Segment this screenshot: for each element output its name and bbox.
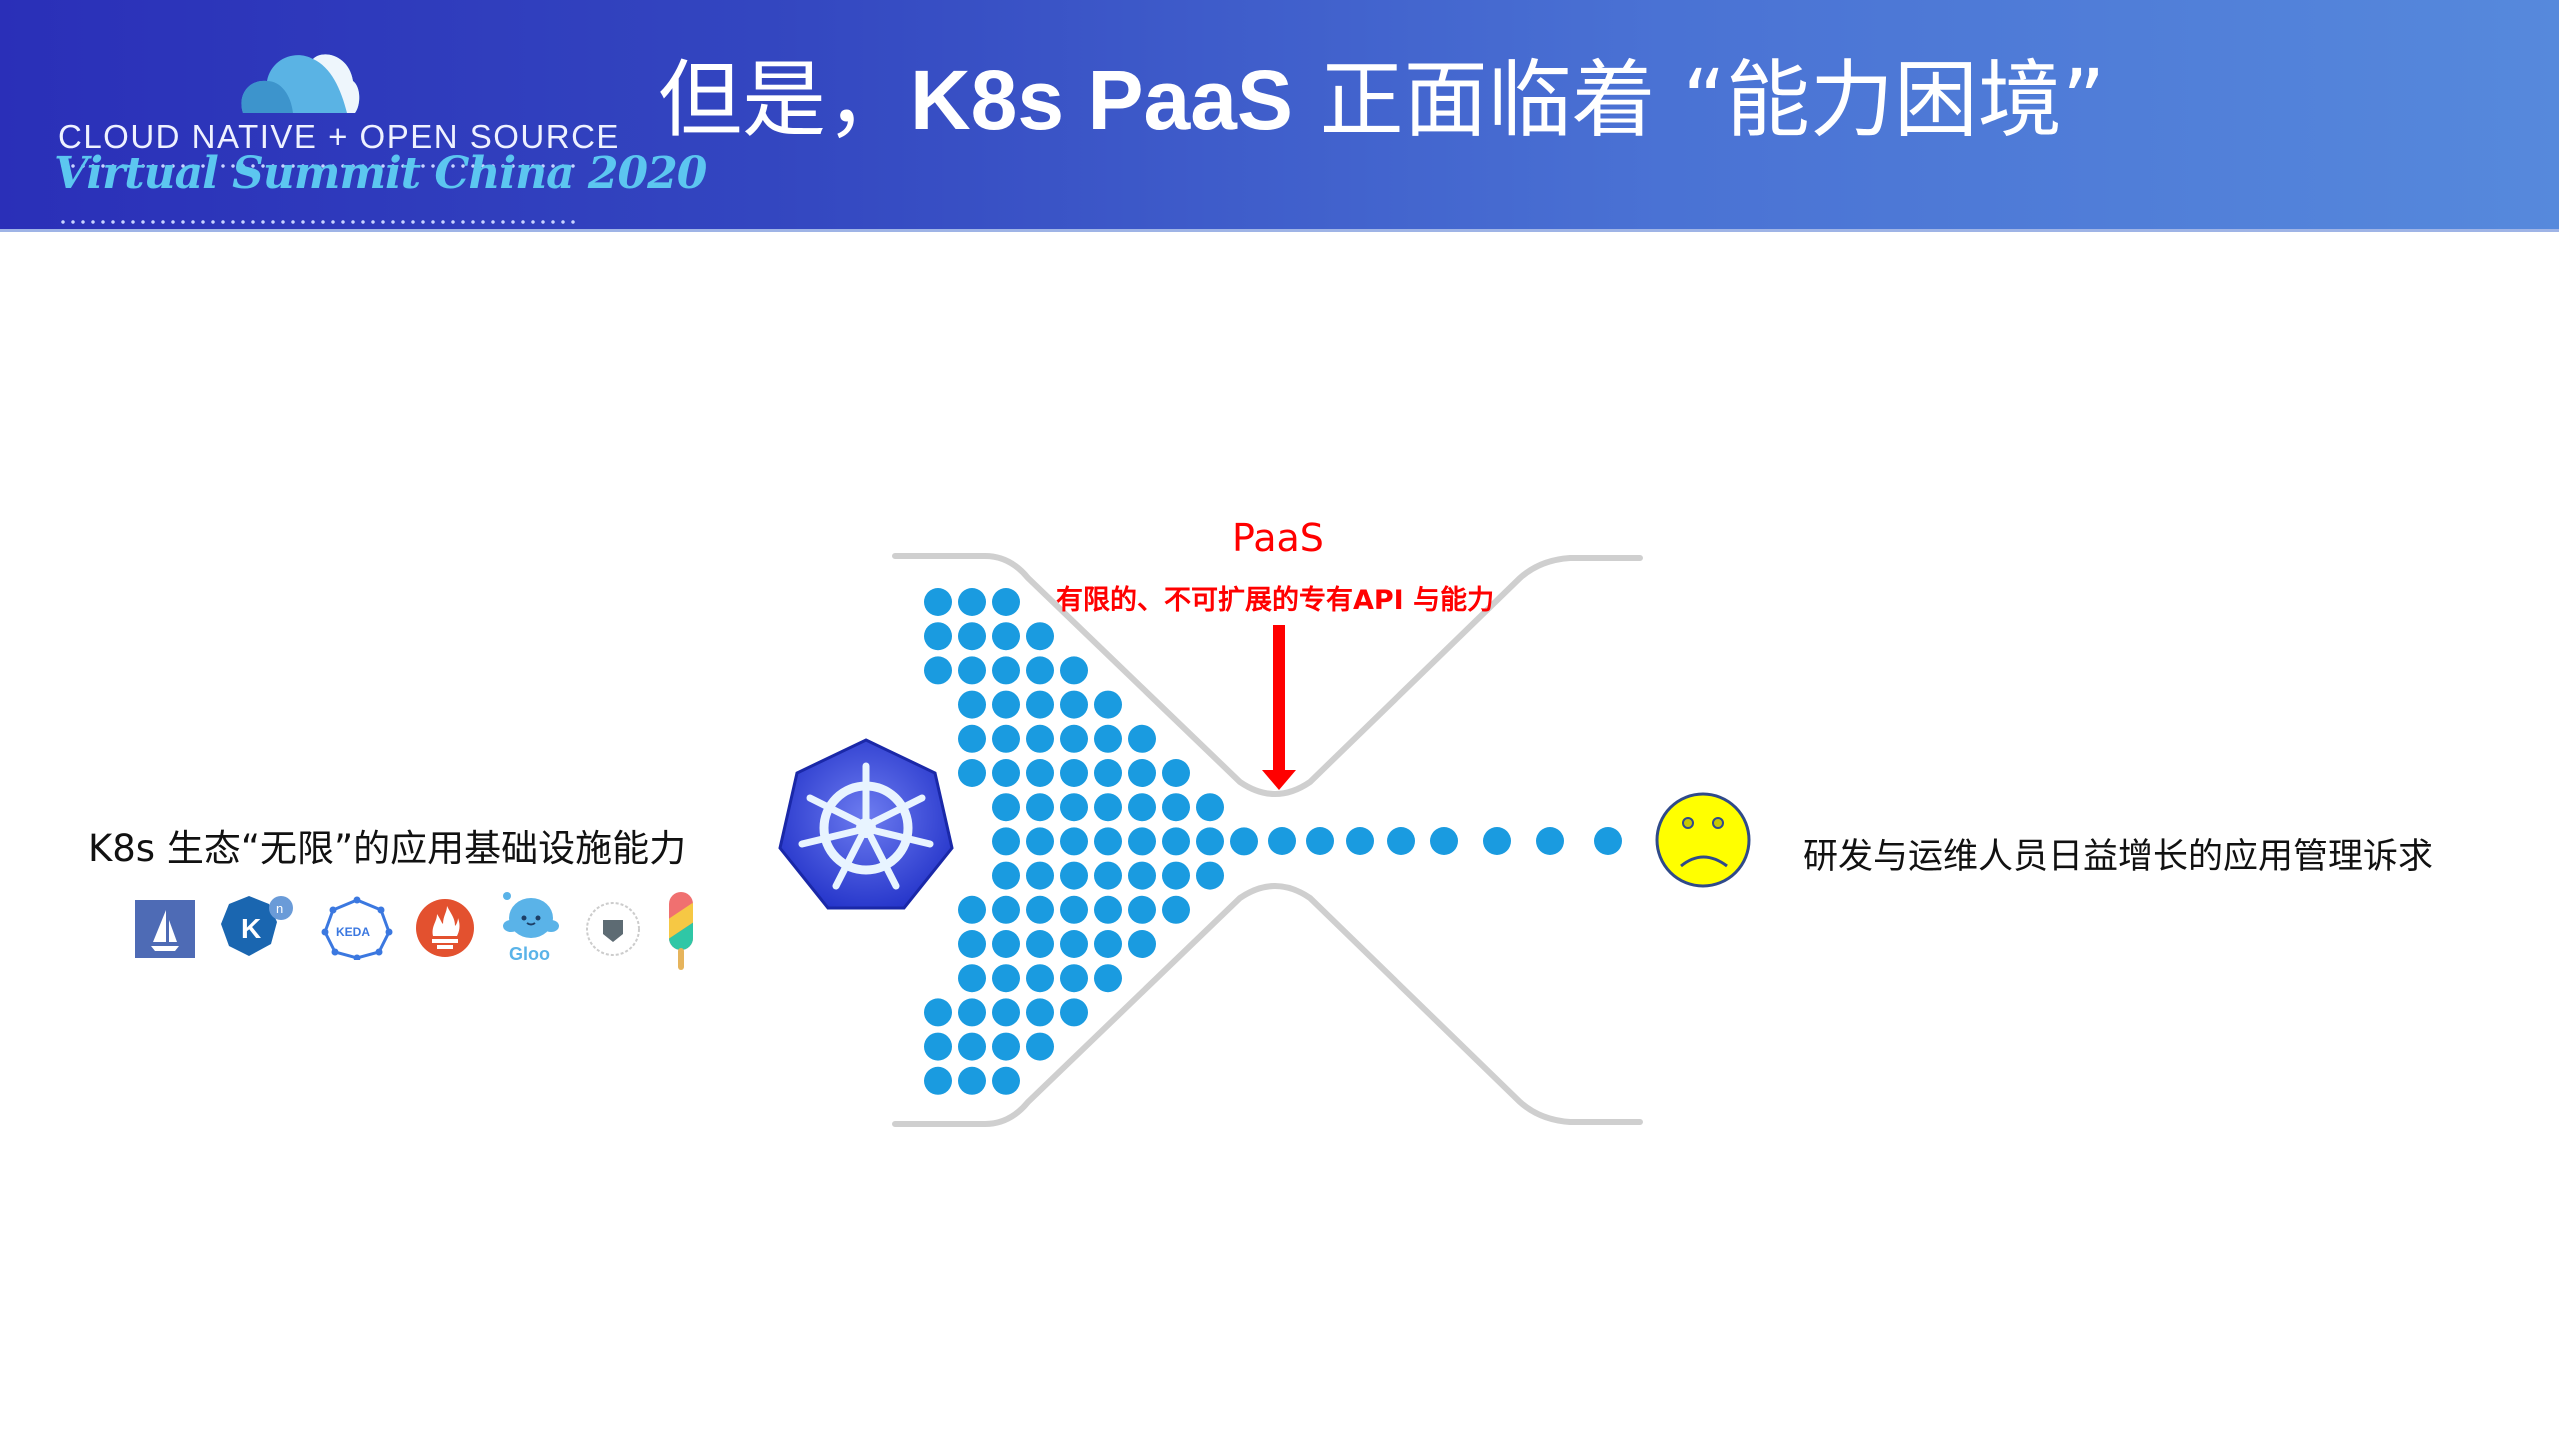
- paas-label: PaaS: [1232, 516, 1324, 560]
- svg-text:KEDA: KEDA: [336, 925, 370, 939]
- title-prefix: 但是，: [658, 51, 911, 149]
- knative-icon: K n: [221, 896, 293, 956]
- paas-subtitle: 有限的、不可扩展的专有API 与能力: [1056, 585, 1495, 616]
- slide-header: CLOUD NATIVE + OPEN SOURCE Virtual Summi…: [0, 0, 2559, 231]
- cloud-icon: [241, 54, 360, 113]
- gloo-icon: Gloo: [503, 892, 559, 964]
- logo-divider: [58, 220, 578, 224]
- ecosystem-icons: K n KEDA Gloo: [135, 890, 715, 970]
- keda-icon: KEDA: [321, 896, 393, 960]
- sad-face-icon: [1655, 792, 1751, 888]
- svg-text:Gloo: Gloo: [509, 944, 550, 964]
- dot-grid: [924, 588, 1622, 1095]
- page-title: 但是，K8s PaaS 正面临着 “能力困境”: [658, 58, 2105, 142]
- svg-text:K: K: [241, 913, 261, 944]
- ecosystem-label: K8s 生态“无限”的应用基础设施能力: [88, 827, 687, 870]
- title-suffix: 正面临着 “能力困境”: [1292, 51, 2106, 149]
- logo-divider: [58, 164, 578, 168]
- prometheus-icon: [416, 899, 474, 957]
- header-divider: [0, 229, 2559, 232]
- down-arrow-icon: [1262, 625, 1296, 790]
- popsicle-icon: [669, 892, 693, 970]
- funnel-outline: [892, 553, 1643, 1127]
- shield-logo-icon: [586, 902, 640, 956]
- istio-icon: [135, 900, 195, 958]
- demand-label: 研发与运维人员日益增长的应用管理诉求: [1803, 837, 2434, 877]
- kubernetes-icon: [778, 738, 954, 910]
- svg-text:n: n: [276, 901, 283, 916]
- title-bold: K8s PaaS: [910, 53, 1293, 147]
- logo-text-line1: CLOUD NATIVE + OPEN SOURCE: [58, 118, 620, 155]
